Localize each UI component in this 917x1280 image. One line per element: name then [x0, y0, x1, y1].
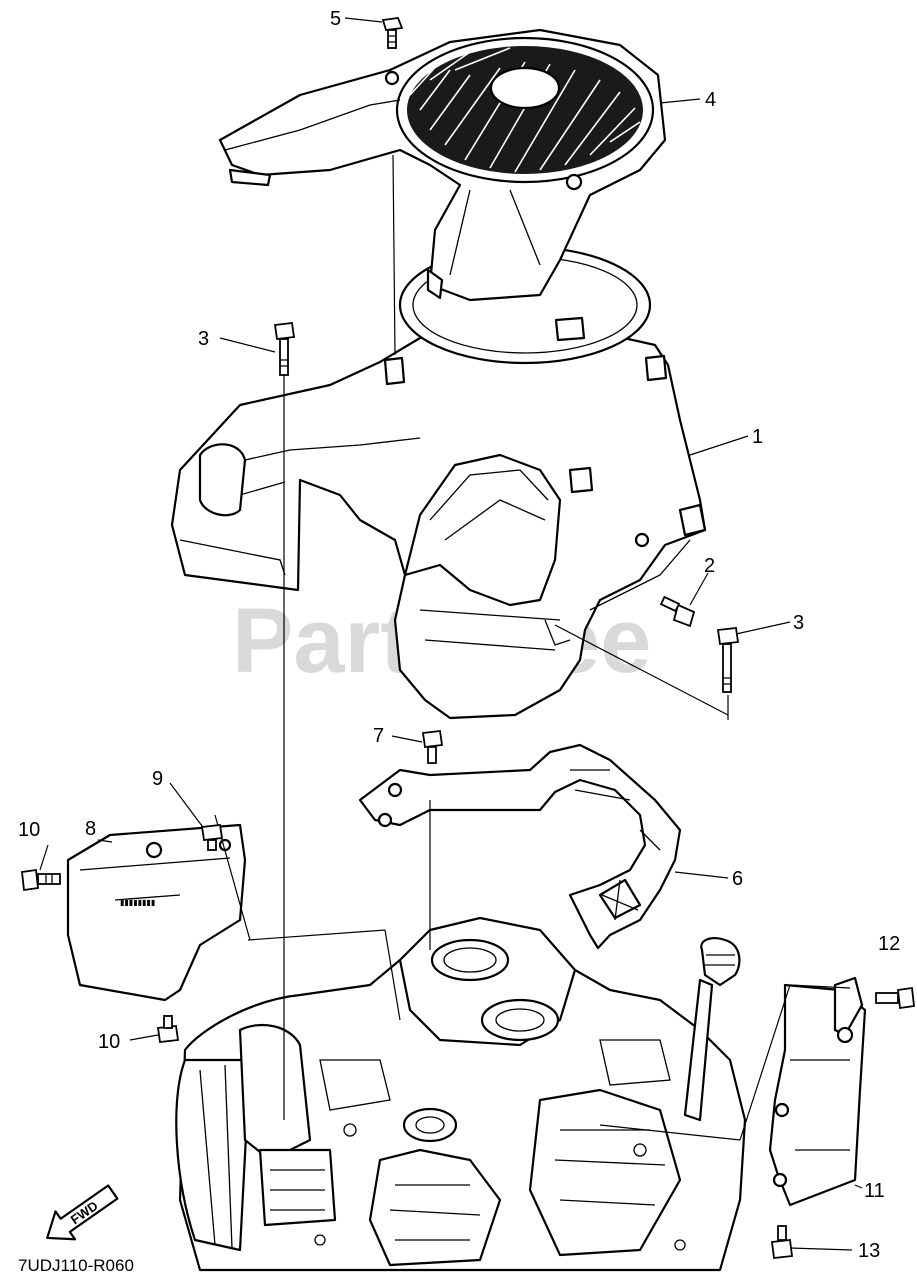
callout-4: 4 [705, 89, 716, 111]
engine-block [175, 916, 747, 1272]
diagram-code: 7UDJ110-R060 [18, 1256, 134, 1275]
bolt-part-3-left [273, 322, 296, 376]
bolt-part-12 [875, 986, 915, 1010]
callout-9: 9 [152, 768, 163, 790]
callout-2: 2 [704, 555, 715, 577]
callouts: 5 4 3 1 2 3 7 9 8 10 6 12 10 11 13 [18, 8, 900, 1262]
callout-7: 7 [373, 725, 384, 747]
svg-text:▮▮▮▮▮▮▮▮: ▮▮▮▮▮▮▮▮ [120, 898, 155, 907]
fwd-arrow: FWD [46, 1184, 119, 1241]
callout-10-lower: 10 [98, 1031, 120, 1053]
callout-3-left: 3 [198, 328, 209, 350]
callout-5: 5 [330, 8, 341, 30]
fan-grille [409, 47, 641, 173]
bolt-part-10-lower [156, 1015, 180, 1043]
bolt-part-10-upper [21, 868, 61, 892]
callout-10-upper: 10 [18, 819, 40, 841]
cover-part-11 [768, 976, 867, 1207]
callout-13: 13 [858, 1240, 880, 1262]
callout-6: 6 [732, 868, 743, 890]
bolt-part-7 [421, 730, 444, 764]
leader-lines [39, 17, 863, 1251]
callout-1: 1 [752, 426, 763, 448]
callout-8: 8 [85, 818, 96, 840]
fan-cover-part-4 [218, 28, 667, 302]
bolt-part-2 [659, 595, 696, 628]
callout-11: 11 [864, 1180, 885, 1202]
cover-part-8: ▮▮▮▮▮▮▮▮ [66, 823, 247, 1002]
oil-dipstick [683, 936, 741, 1122]
callout-12: 12 [878, 933, 900, 955]
callout-3-right: 3 [793, 612, 804, 634]
bolt-part-3-right [716, 627, 740, 693]
bolt-part-9 [200, 824, 224, 851]
bolt-part-5 [381, 17, 404, 49]
bolt-part-13 [770, 1225, 794, 1259]
bracket-part-6 [358, 743, 682, 950]
